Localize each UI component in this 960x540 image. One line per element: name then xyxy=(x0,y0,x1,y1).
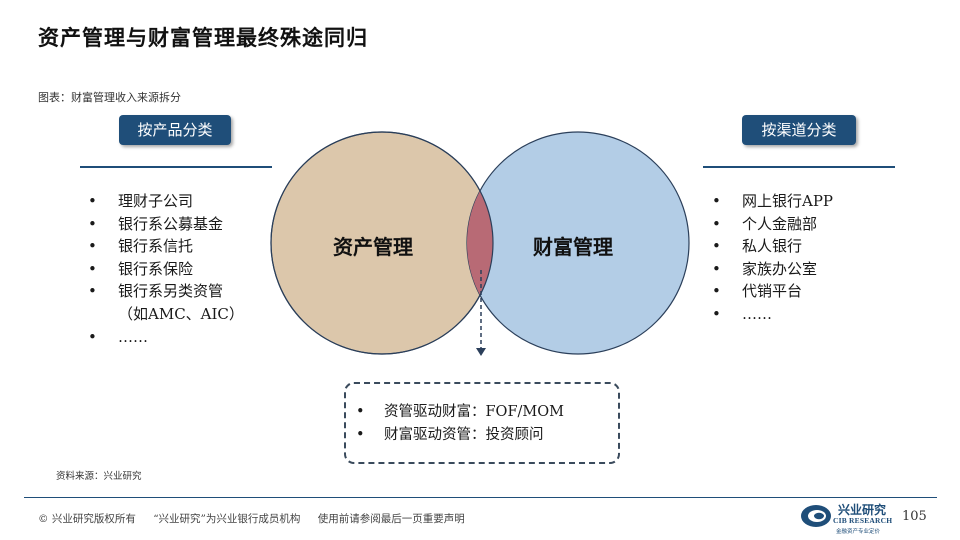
member-text: “兴业研究”为兴业银行成员机构 xyxy=(153,513,301,525)
list-item: 家族办公室 xyxy=(712,258,912,281)
left-divider xyxy=(80,166,272,168)
footer-text: © 兴业研究版权所有 “兴业研究”为兴业银行成员机构 使用前请参阅最后一页重要声… xyxy=(38,511,479,526)
cib-logo-icon xyxy=(801,505,831,527)
source-note: 资料来源：兴业研究 xyxy=(56,471,142,482)
logo-subtitle: 金融资产专业定价 xyxy=(836,529,881,535)
wealth-management-label: 财富管理 xyxy=(533,235,613,259)
list-item: 银行系另类资管 xyxy=(88,280,288,303)
list-item: 代销平台 xyxy=(712,280,912,303)
logo-chinese-text: 兴业研究 xyxy=(838,503,887,517)
right-divider xyxy=(703,166,895,168)
list-item: 银行系公募基金 xyxy=(88,213,288,236)
channel-category-list: 网上银行APP 个人金融部 私人银行 家族办公室 代销平台 …… xyxy=(712,190,912,326)
figure-caption: 图表：财富管理收入来源拆分 xyxy=(38,91,181,104)
disclaimer-text: 使用前请参阅最后一页重要声明 xyxy=(317,513,465,525)
drivers-box xyxy=(344,382,620,464)
footer-divider xyxy=(24,497,937,498)
logo-english-text: CIB RESEARCH xyxy=(833,516,893,525)
list-item: 理财子公司 xyxy=(88,190,288,213)
page-title: 资产管理与财富管理最终殊途同归 xyxy=(38,26,368,50)
list-item-continuation: （如AMC、AIC） xyxy=(118,304,244,323)
asset-management-outline xyxy=(270,131,494,355)
list-item: 私人银行 xyxy=(712,235,912,258)
page-number: 105 xyxy=(902,509,927,524)
list-item: …… xyxy=(712,303,912,326)
product-category-list: 理财子公司 银行系公募基金 银行系信托 银行系保险 银行系另类资管 （如AMC、… xyxy=(88,190,288,348)
list-item: 银行系保险 xyxy=(88,258,288,281)
arrow-head xyxy=(476,348,486,356)
list-item: 银行系信托 xyxy=(88,235,288,258)
list-item: 资管驱动财富：FOF/MOM xyxy=(356,401,564,424)
list-item: 财富驱动资管：投资顾问 xyxy=(356,424,564,447)
list-item: 个人金融部 xyxy=(712,213,912,236)
list-item: …… xyxy=(88,326,288,349)
copyright-text: © 兴业研究版权所有 xyxy=(38,513,136,525)
drivers-list: 资管驱动财富：FOF/MOM 财富驱动资管：投资顾问 xyxy=(356,401,564,447)
channel-category-tag: 按渠道分类 xyxy=(742,115,856,145)
asset-management-label: 资产管理 xyxy=(333,235,413,259)
product-category-tag: 按产品分类 xyxy=(119,115,231,145)
list-item: 网上银行APP xyxy=(712,190,912,213)
